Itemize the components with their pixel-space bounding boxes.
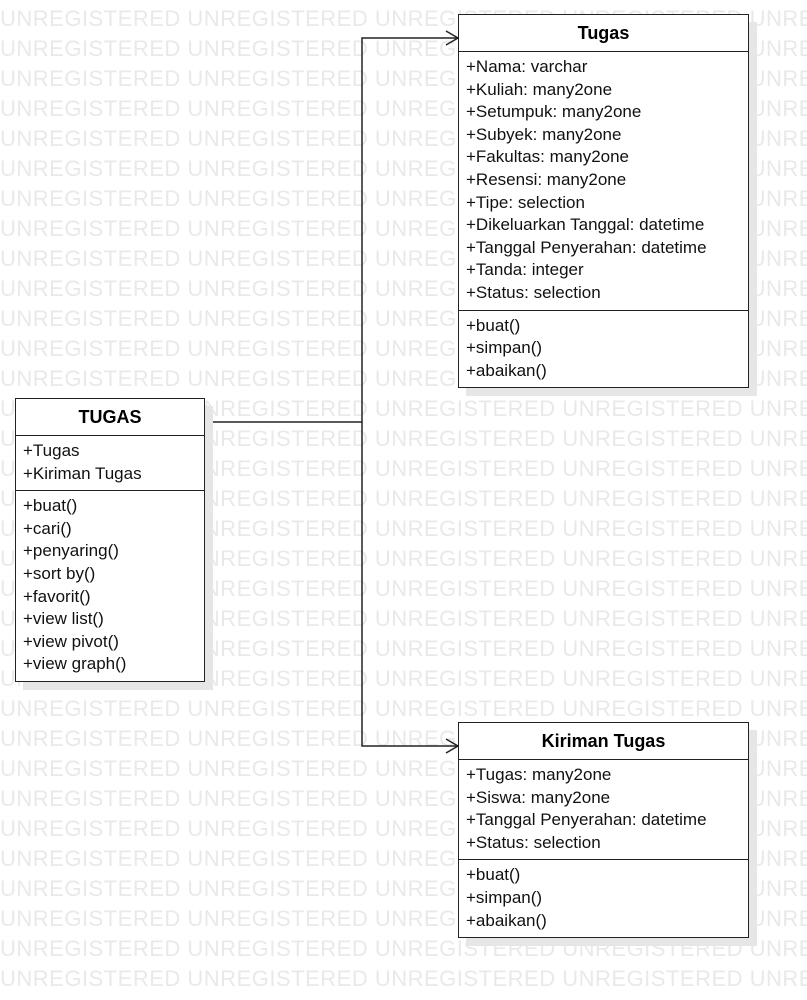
class-box-kiriman-tugas-model[interactable]: Kiriman Tugas +Tugas: many2one +Siswa: m… bbox=[458, 722, 749, 939]
attribute: +Tugas: many2one bbox=[466, 765, 612, 784]
class-title: Kiriman Tugas bbox=[459, 723, 748, 760]
attribute: +Tanggal Penyerahan: datetime bbox=[466, 810, 707, 830]
attributes-section: +Tugas: many2one +Siswa: many2one +Tangg… bbox=[459, 760, 748, 859]
attributes-section: +Nama: varchar +Kuliah: many2one +Setump… bbox=[459, 52, 748, 310]
methods-section: +buat() +simpan() +abaikan() bbox=[459, 859, 748, 937]
method: +buat() bbox=[23, 496, 78, 516]
attribute: +Siswa: many2one bbox=[466, 787, 611, 807]
attributes-section: +Tugas +Kiriman Tugas bbox=[16, 436, 204, 490]
attribute: +Status: selection bbox=[466, 282, 601, 302]
attribute: +Tugas bbox=[23, 441, 80, 460]
association-line-to-kiriman-tugas bbox=[361, 422, 458, 747]
method: +abaikan() bbox=[466, 910, 547, 930]
method: +view list() bbox=[23, 609, 104, 629]
methods-section: +buat() +simpan() +abaikan() bbox=[459, 309, 748, 388]
attribute: +Dikeluarkan Tanggal: datetime bbox=[466, 215, 705, 235]
method: +view pivot() bbox=[23, 631, 119, 651]
attribute: +Status: selection bbox=[466, 832, 601, 852]
class-title: Tugas bbox=[459, 15, 748, 52]
method: +sort by() bbox=[23, 563, 96, 583]
attribute: +Kiriman Tugas bbox=[23, 463, 142, 483]
method: +simpan() bbox=[466, 887, 543, 907]
method: +buat() bbox=[466, 865, 521, 885]
attribute: +Subyek: many2one bbox=[466, 124, 622, 144]
attribute: +Kuliah: many2one bbox=[466, 79, 613, 99]
attribute: +Fakultas: many2one bbox=[466, 147, 630, 167]
attribute: +Resensi: many2one bbox=[466, 169, 627, 189]
method: +simpan() bbox=[466, 338, 543, 358]
attribute: +Nama: varchar bbox=[466, 57, 588, 76]
association-line-to-tugas bbox=[204, 37, 458, 423]
method: +favorit() bbox=[23, 586, 91, 606]
attribute: +Setumpuk: many2one bbox=[466, 102, 642, 122]
method: +penyaring() bbox=[23, 541, 119, 561]
class-box-tugas-controller[interactable]: TUGAS +Tugas +Kiriman Tugas +buat() +car… bbox=[15, 398, 205, 682]
attribute: +Tipe: selection bbox=[466, 192, 585, 212]
method: +abaikan() bbox=[466, 360, 547, 380]
method: +buat() bbox=[466, 315, 521, 335]
method: +view graph() bbox=[23, 654, 127, 674]
class-title: TUGAS bbox=[16, 399, 204, 436]
attribute: +Tanggal Penyerahan: datetime bbox=[466, 237, 707, 257]
methods-section: +buat() +cari() +penyaring() +sort by() … bbox=[16, 490, 204, 681]
class-box-tugas-model[interactable]: Tugas +Nama: varchar +Kuliah: many2one +… bbox=[458, 14, 749, 389]
method: +cari() bbox=[23, 518, 72, 538]
attribute: +Tanda: integer bbox=[466, 260, 584, 280]
